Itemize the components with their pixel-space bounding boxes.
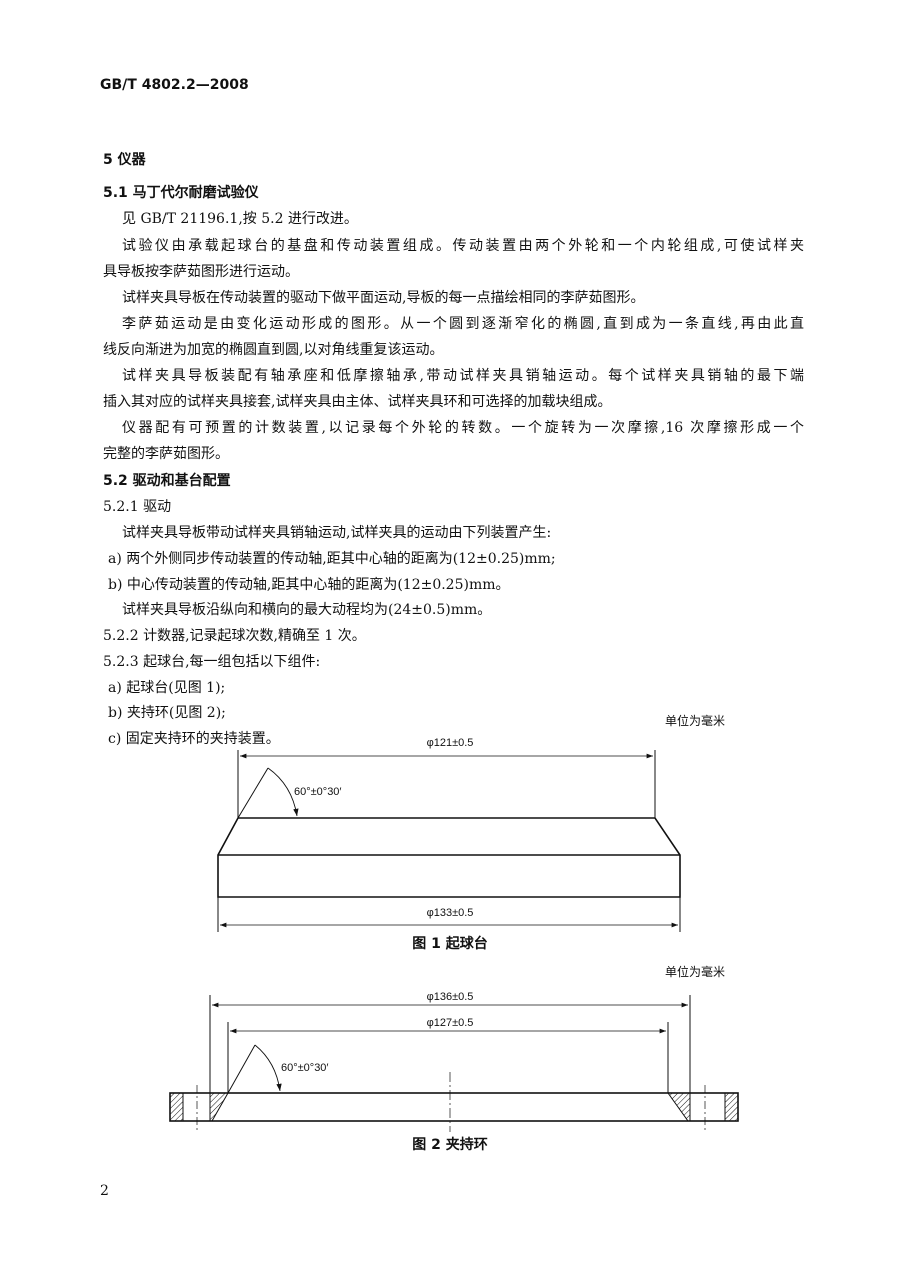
- section-5-2-1-heading: 5.2.1 驱动: [103, 499, 172, 515]
- figure-2-clamp-ring: [169, 995, 739, 1132]
- paragraph: 试样夹具导板在传动装置的驱动下做平面运动,导板的每一点描绘相同的李萨茹图形。: [122, 290, 645, 306]
- section-5-1-heading: 5.1 马丁代尔耐磨试验仪: [103, 185, 259, 201]
- paragraph-line: 试验仪由承载起球台的基盘和传动装置组成。传动装置由两个外轮和一个内轮组成,可使试…: [122, 238, 804, 254]
- list-item: b) 中心传动装置的传动轴,距其中心轴的距离为(12±0.25)mm。: [108, 577, 510, 593]
- paragraph: 试样夹具导板沿纵向和横向的最大动程均为(24±0.5)mm。: [122, 602, 492, 618]
- paragraph: 见 GB/T 21196.1,按 5.2 进行改进。: [122, 211, 358, 227]
- page-number: 2: [100, 1183, 109, 1199]
- paragraph-line: 完整的李萨茹图形。: [103, 446, 229, 462]
- fig1-dim-bottom: φ133±0.5: [427, 907, 474, 919]
- section-5-2-2: 5.2.2 计数器,记录起球次数,精确至 1 次。: [103, 628, 366, 644]
- figure-1-ball-platform: [217, 750, 681, 932]
- fig1-unit-note: 单位为毫米: [665, 714, 726, 728]
- paragraph: 试样夹具导板带动试样夹具销轴运动,试样夹具的运动由下列装置产生:: [122, 525, 552, 541]
- fig2-angle: 60°±0°30′: [281, 1062, 329, 1074]
- fig2-dim-outer: φ136±0.5: [427, 991, 474, 1003]
- list-item: a) 起球台(见图 1);: [108, 680, 226, 696]
- section-5-heading: 5 仪器: [103, 152, 146, 168]
- fig2-unit-note: 单位为毫米: [665, 965, 726, 979]
- paragraph-line: 具导板按李萨茹图形进行运动。: [103, 264, 299, 280]
- fig2-dim-inner: φ127±0.5: [427, 1017, 474, 1029]
- paragraph-line: 李萨茹运动是由变化运动形成的图形。从一个圆到逐渐窄化的椭圆,直到成为一条直线,再…: [122, 316, 804, 332]
- list-item: a) 两个外侧同步传动装置的传动轴,距其中心轴的距离为(12±0.25)mm;: [108, 551, 556, 567]
- section-5-2-heading: 5.2 驱动和基台配置: [103, 473, 231, 489]
- figure-1-caption: 图 1 起球台: [412, 936, 488, 952]
- fig1-dim-top: φ121±0.5: [427, 737, 474, 749]
- paragraph-line: 仪器配有可预置的计数装置,以记录每个外轮的转数。一个旋转为一次摩擦,16 次摩擦…: [122, 420, 804, 436]
- paragraph-line: 插入其对应的试样夹具接套,试样夹具由主体、试样夹具环和可选择的加载块组成。: [103, 394, 612, 410]
- list-item: c) 固定夹持环的夹持装置。: [108, 731, 280, 747]
- paragraph-line: 线反向渐进为加宽的椭圆直到圆,以对角线重复该运动。: [103, 342, 444, 358]
- standard-number-header: GB/T 4802.2—2008: [100, 77, 249, 93]
- section-5-2-3: 5.2.3 起球台,每一组包括以下组件:: [103, 654, 321, 670]
- figure-2-caption: 图 2 夹持环: [412, 1137, 488, 1153]
- fig1-angle: 60°±0°30′: [294, 786, 342, 798]
- paragraph-line: 试样夹具导板装配有轴承座和低摩擦轴承,带动试样夹具销轴运动。每个试样夹具销轴的最…: [122, 368, 804, 384]
- list-item: b) 夹持环(见图 2);: [108, 705, 226, 721]
